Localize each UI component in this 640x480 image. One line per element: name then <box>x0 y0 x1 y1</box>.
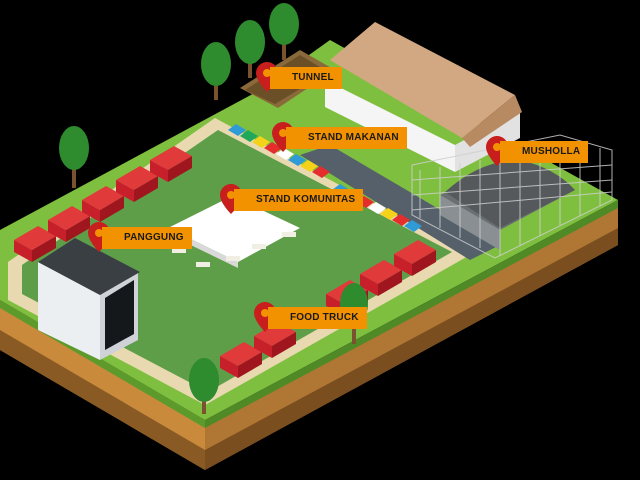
label-musholla[interactable]: MUSHOLLA <box>500 141 588 163</box>
tree <box>269 3 299 60</box>
label-stand-makanan[interactable]: STAND MAKANAN <box>286 127 407 149</box>
label-stand-komunitas[interactable]: STAND KOMUNITAS <box>234 189 363 211</box>
tree <box>59 126 89 188</box>
tree <box>201 42 231 100</box>
label-food-truck[interactable]: FOOD TRUCK <box>268 307 367 329</box>
label-panggung[interactable]: PANGGUNG <box>102 227 192 249</box>
label-tunnel[interactable]: TUNNEL <box>270 67 342 89</box>
